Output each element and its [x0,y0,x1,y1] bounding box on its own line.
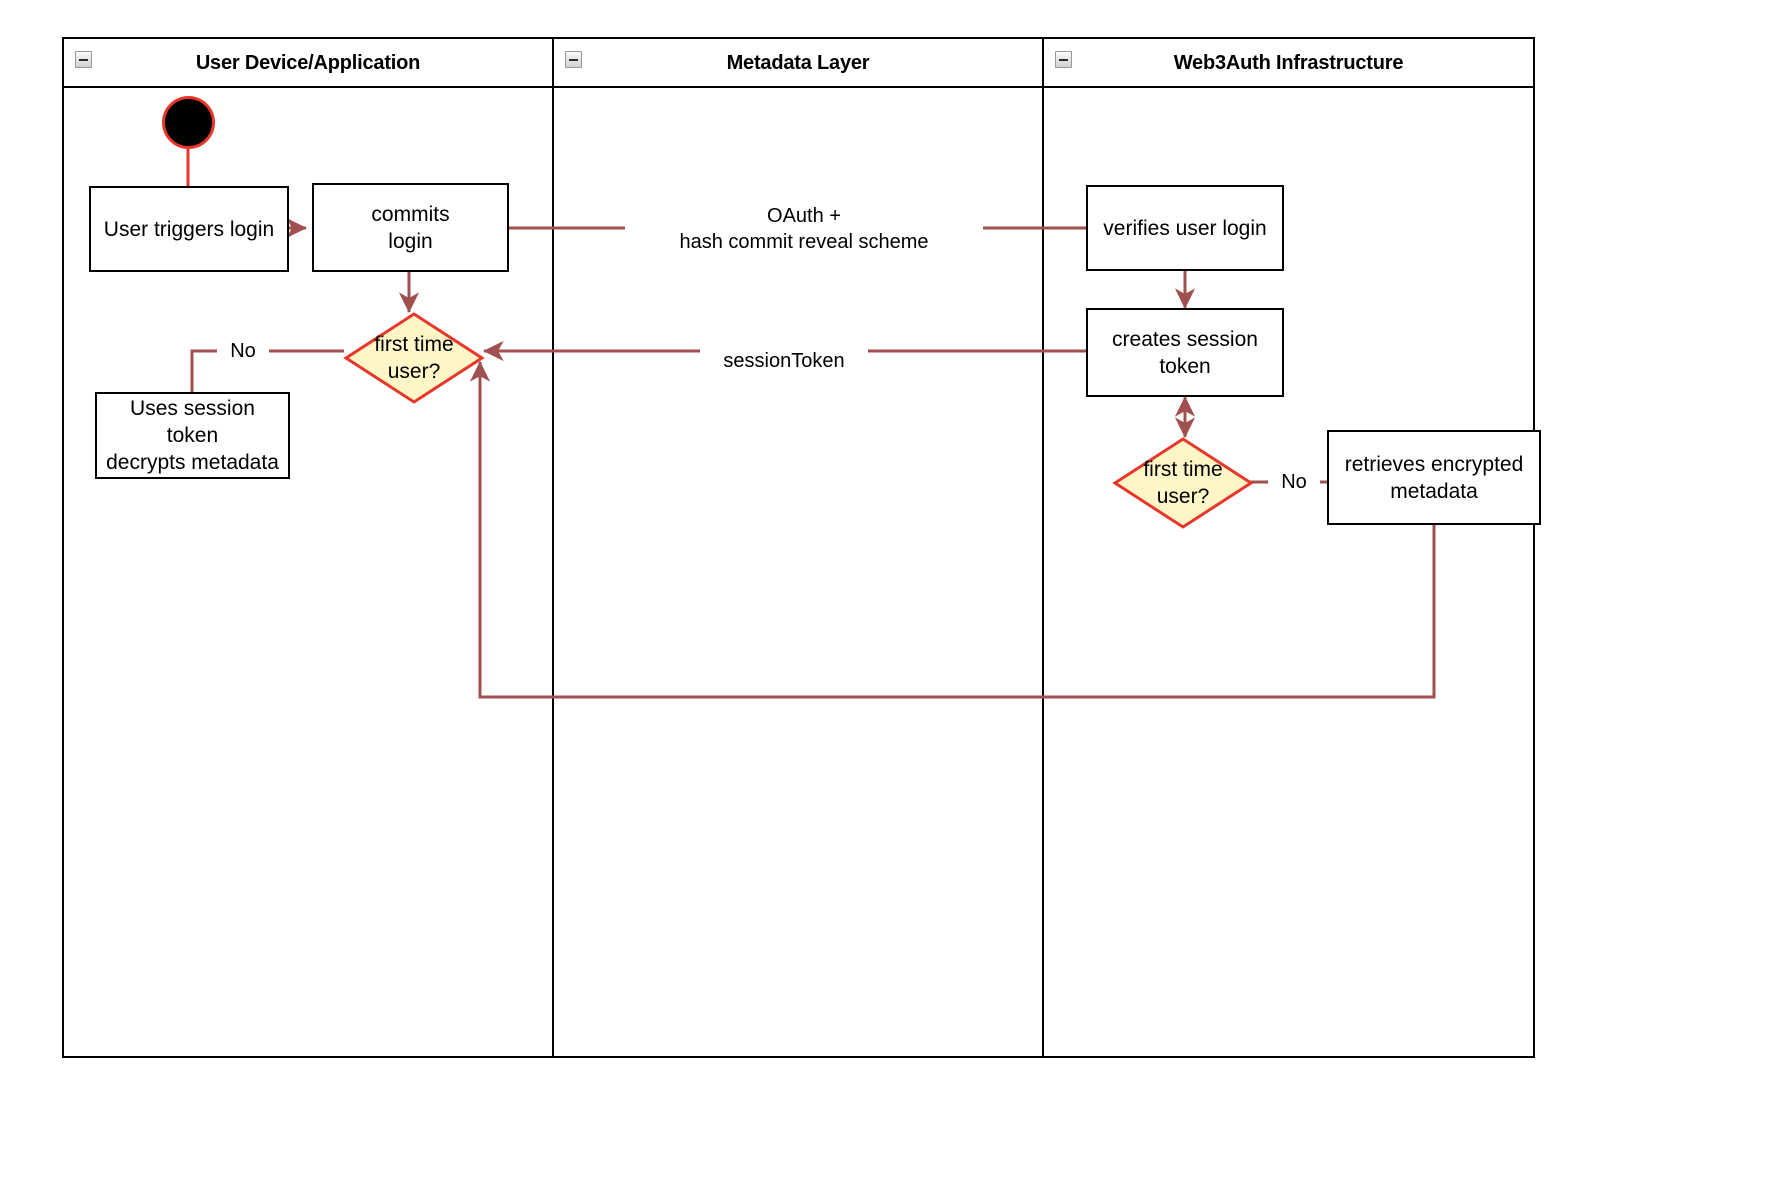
activity-creates-session-token[interactable]: creates session token [1086,308,1284,397]
decision-first-time-user-right[interactable]: first time user? [1112,437,1254,529]
decision-first-time-user-left[interactable]: first time user? [343,312,485,404]
edge-label-oauth: OAuth + hash commit reveal scheme [625,203,983,255]
swimlane-header-user-device: User Device/Application [64,39,552,88]
edge-label-no-left: No [217,338,269,364]
swimlane-header-web3auth: Web3Auth Infrastructure [1044,39,1533,88]
decision-label-first-time-user-right: first time user? [1143,458,1223,508]
swimlane-metadata-layer: Metadata Layer [552,39,1042,1056]
activity-user-triggers-login[interactable]: User triggers login [89,186,289,272]
swimlane-title-web3auth: Web3Auth Infrastructure [1173,52,1404,74]
edge-label-no-right: No [1268,469,1320,495]
swimlane-user-device: User Device/Application [64,39,552,1056]
collapse-minus-icon[interactable] [1055,51,1072,68]
activity-verifies-user-login[interactable]: verifies user login [1086,185,1284,271]
activity-retrieves-encrypted-metadata[interactable]: retrieves encrypted metadata [1327,430,1541,525]
swimlane-title-user-device: User Device/Application [195,52,421,74]
edge-label-session-token: sessionToken [700,348,868,374]
collapse-minus-icon[interactable] [565,51,582,68]
swimlane-header-metadata-layer: Metadata Layer [554,39,1042,88]
activity-uses-session-token[interactable]: Uses session token decrypts metadata [95,392,290,479]
decision-label-first-time-user-left: first time user? [374,333,454,383]
collapse-minus-icon[interactable] [75,51,92,68]
start-node[interactable] [162,96,215,149]
activity-commits-login[interactable]: commits login [312,183,509,272]
swimlane-title-metadata-layer: Metadata Layer [726,52,870,74]
